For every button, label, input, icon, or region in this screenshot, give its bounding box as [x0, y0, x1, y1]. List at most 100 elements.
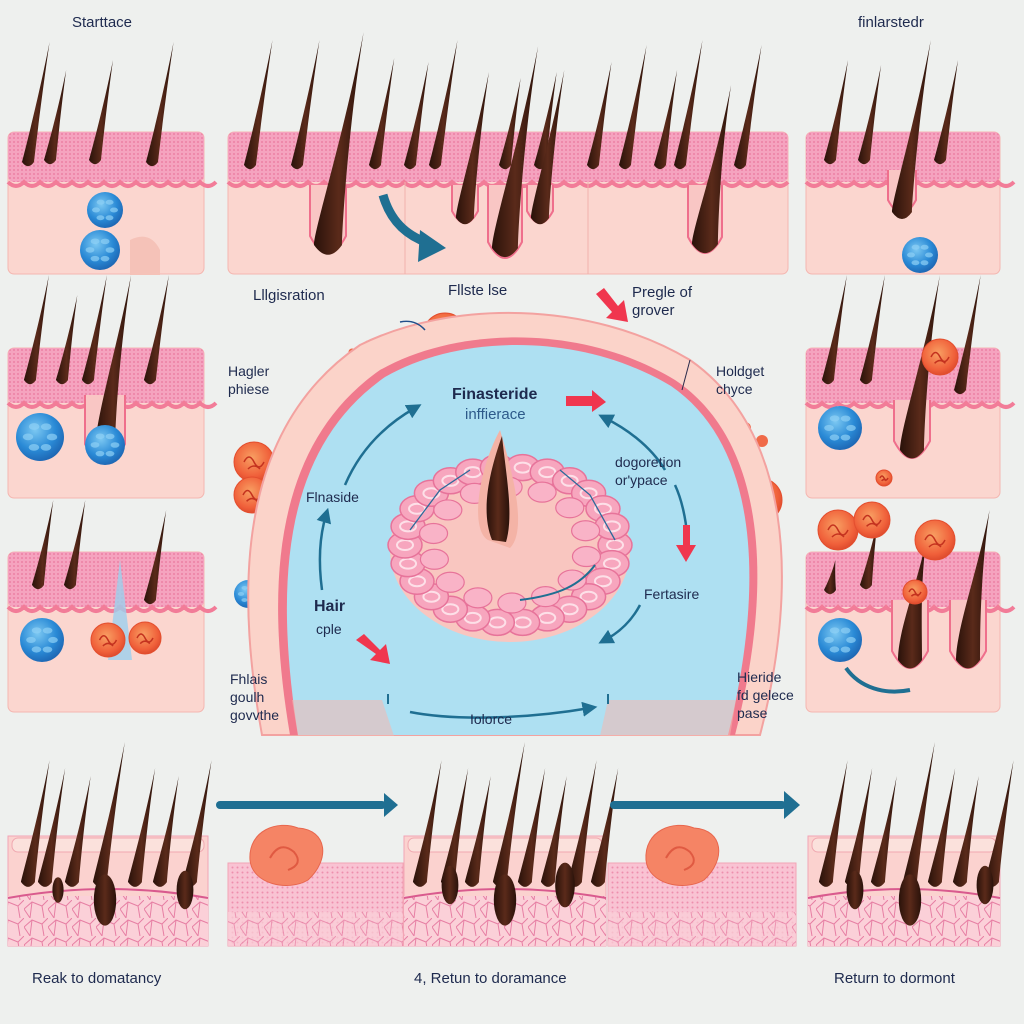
hair-shaft — [619, 45, 647, 170]
hair-shaft — [291, 40, 320, 170]
hair-shaft — [64, 500, 86, 590]
red-arrow-diagonal-top — [596, 288, 628, 322]
epidermis-layer — [806, 552, 1000, 607]
hair-shaft — [860, 520, 878, 590]
hair-bulb — [493, 874, 517, 926]
red-arrow-right — [566, 390, 606, 412]
cell-layer — [228, 912, 403, 946]
hair-shaft — [928, 768, 956, 887]
cycle-arrow-left — [316, 507, 332, 591]
label-regrowth-phase: Hieride fd gelece pase — [737, 669, 794, 721]
hair-shaft — [38, 768, 66, 887]
follicle-cluster — [387, 430, 633, 642]
hair-shaft — [819, 760, 848, 887]
basal-layer — [6, 604, 218, 613]
label-stage-of-growth: Pregle of grover — [632, 284, 693, 319]
hair-shaft — [898, 540, 927, 669]
skin-panel-bottom-2 — [227, 824, 404, 947]
hair-shaft — [956, 510, 990, 669]
hair-shaft — [56, 295, 78, 385]
hair-shaft — [654, 70, 678, 170]
cluster-cell — [570, 520, 601, 542]
hair-shaft — [93, 742, 125, 887]
cluster-cell — [418, 522, 449, 545]
hair-shaft — [934, 60, 958, 165]
cycle-title: Finasteride — [452, 386, 538, 403]
hair-shaft — [674, 40, 703, 170]
blue-cell — [85, 425, 125, 465]
long-hair — [692, 85, 732, 254]
cluster-cell — [527, 481, 557, 503]
hair-shaft — [734, 45, 762, 170]
blue-cell — [20, 618, 64, 662]
hair-shaft — [22, 42, 50, 167]
hair-bulb — [898, 874, 922, 926]
flow-arrow-1-shaft — [216, 801, 386, 809]
label-migration: Lllgisration — [253, 287, 325, 304]
hair-shaft — [404, 62, 429, 170]
hair-cycle-diagram — [247, 288, 783, 736]
blue-cell — [16, 413, 64, 461]
hair-shaft — [89, 60, 113, 165]
hair-shaft — [845, 768, 873, 887]
cycle-subtitle: inffierace — [465, 406, 526, 423]
cycle-bottom-label: Iolorce — [470, 711, 513, 727]
hair-shaft — [128, 768, 156, 887]
hair-shaft — [493, 742, 525, 887]
hair-shaft — [900, 275, 940, 459]
cluster-cell — [555, 497, 585, 519]
red-arrow-down — [676, 525, 696, 562]
hair-shaft — [24, 275, 49, 385]
hair-shaft — [44, 70, 67, 165]
red-indicator-arrows — [356, 288, 696, 664]
hair-shaft — [822, 275, 847, 385]
cycle-left-opening — [292, 700, 394, 736]
hair-bulb — [846, 870, 864, 910]
hair-shaft — [871, 776, 897, 887]
hair-bulb — [52, 877, 64, 903]
skin-panel-left-2 — [6, 347, 218, 499]
hair-shaft — [587, 62, 612, 170]
hair-shaft — [499, 78, 521, 170]
blue-cell — [902, 237, 938, 273]
cycle-arrow-lower-right — [598, 604, 642, 644]
hair-shaft — [244, 40, 273, 170]
hair-shaft — [591, 768, 619, 887]
long-hair — [892, 40, 931, 219]
hair-shaft — [65, 776, 91, 887]
cluster-cell — [433, 499, 463, 521]
cycle-right-opening — [600, 700, 736, 736]
central-hair — [486, 436, 510, 542]
cluster-cell — [463, 587, 493, 609]
hair-shaft — [541, 776, 567, 887]
flow-arrow-2-head — [784, 791, 800, 819]
hair-shaft — [568, 760, 597, 887]
flow-arrow-1-head — [384, 793, 398, 817]
blue-cell — [818, 618, 862, 662]
cluster-cell — [435, 571, 465, 593]
skin-panel-right-3 — [804, 551, 1016, 713]
flow-arrows — [216, 791, 800, 819]
label-bottom-left: Reak to domatancy — [32, 970, 162, 987]
label-final-stage: finlarstedr — [858, 14, 924, 31]
hair-shaft — [456, 72, 489, 225]
sebaceous-gland — [249, 824, 324, 887]
hair-shaft — [21, 760, 50, 887]
basal-layer — [6, 179, 218, 188]
hair-shaft — [32, 500, 54, 590]
hair-shaft — [903, 742, 935, 887]
hair-shaft — [82, 275, 107, 385]
hair-shaft — [144, 275, 169, 385]
cluster-cell — [530, 586, 561, 608]
hair-bulb — [555, 862, 575, 908]
hair-shaft — [465, 776, 491, 887]
hair-bulb — [976, 865, 994, 905]
blue-cell — [87, 192, 123, 228]
hair-shaft — [441, 768, 469, 887]
red-arrow-diagonal-left — [356, 634, 390, 664]
label-bottom-center: 4, Retun to doramance — [414, 970, 567, 987]
skin-panel-bottom-4 — [607, 824, 797, 947]
cycle-left-label: Flnaside — [306, 489, 359, 505]
label-higher-phase: Hagler phiese — [228, 363, 270, 397]
